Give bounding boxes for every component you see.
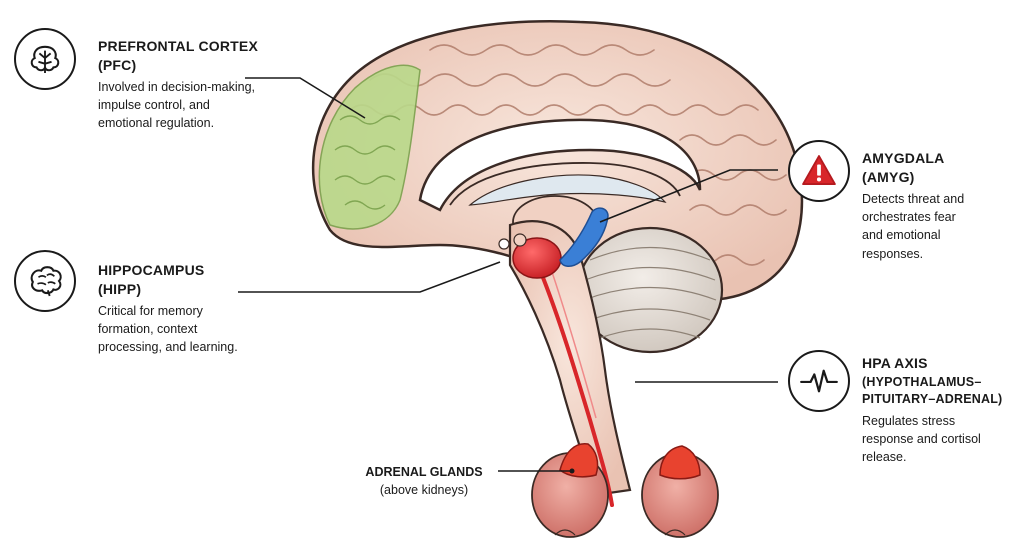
pfc-title: PREFRONTAL CORTEX (98, 38, 308, 55)
kidney-right (642, 446, 718, 537)
hpa-abbr-line-1: (HYPOTHALAMUS– (862, 375, 1024, 390)
heartbeat-icon (788, 350, 850, 412)
amyg-label: AMYGDALA (AMYG) Detects threat and orche… (862, 150, 1022, 263)
adrenal-label: ADRENAL GLANDS (above kidneys) (352, 463, 496, 499)
pfc-abbr: (PFC) (98, 57, 308, 74)
tree-brain-icon (14, 28, 76, 90)
amyg-title: AMYGDALA (862, 150, 1022, 167)
amyg-description: Detects threat and orchestrates fear and… (862, 190, 1022, 263)
hpa-title: HPA AXIS (862, 355, 1024, 372)
hipp-abbr: (HIPP) (98, 281, 308, 298)
hpa-abbr-line-2: PITUITARY–ADRENAL) (862, 392, 1024, 407)
adrenal-title: ADRENAL GLANDS (352, 463, 496, 481)
brain-icon (14, 250, 76, 312)
hipp-label: HIPPOCAMPUS (HIPP) Critical for memory f… (98, 262, 308, 357)
hpa-description: Regulates stress response and cortisol r… (862, 412, 1024, 466)
pfc-description: Involved in decision-making, impulse con… (98, 78, 308, 132)
hipp-description: Critical for memory formation, context p… (98, 302, 308, 356)
warning-triangle-icon (788, 140, 850, 202)
hipp-title: HIPPOCAMPUS (98, 262, 308, 279)
kidney-left (532, 444, 608, 537)
adrenal-sub: (above kidneys) (352, 481, 496, 499)
amyg-abbr: (AMYG) (862, 169, 1022, 186)
pfc-label: PREFRONTAL CORTEX (PFC) Involved in deci… (98, 38, 308, 133)
hpa-label: HPA AXIS (HYPOTHALAMUS– PITUITARY–ADRENA… (862, 355, 1024, 466)
